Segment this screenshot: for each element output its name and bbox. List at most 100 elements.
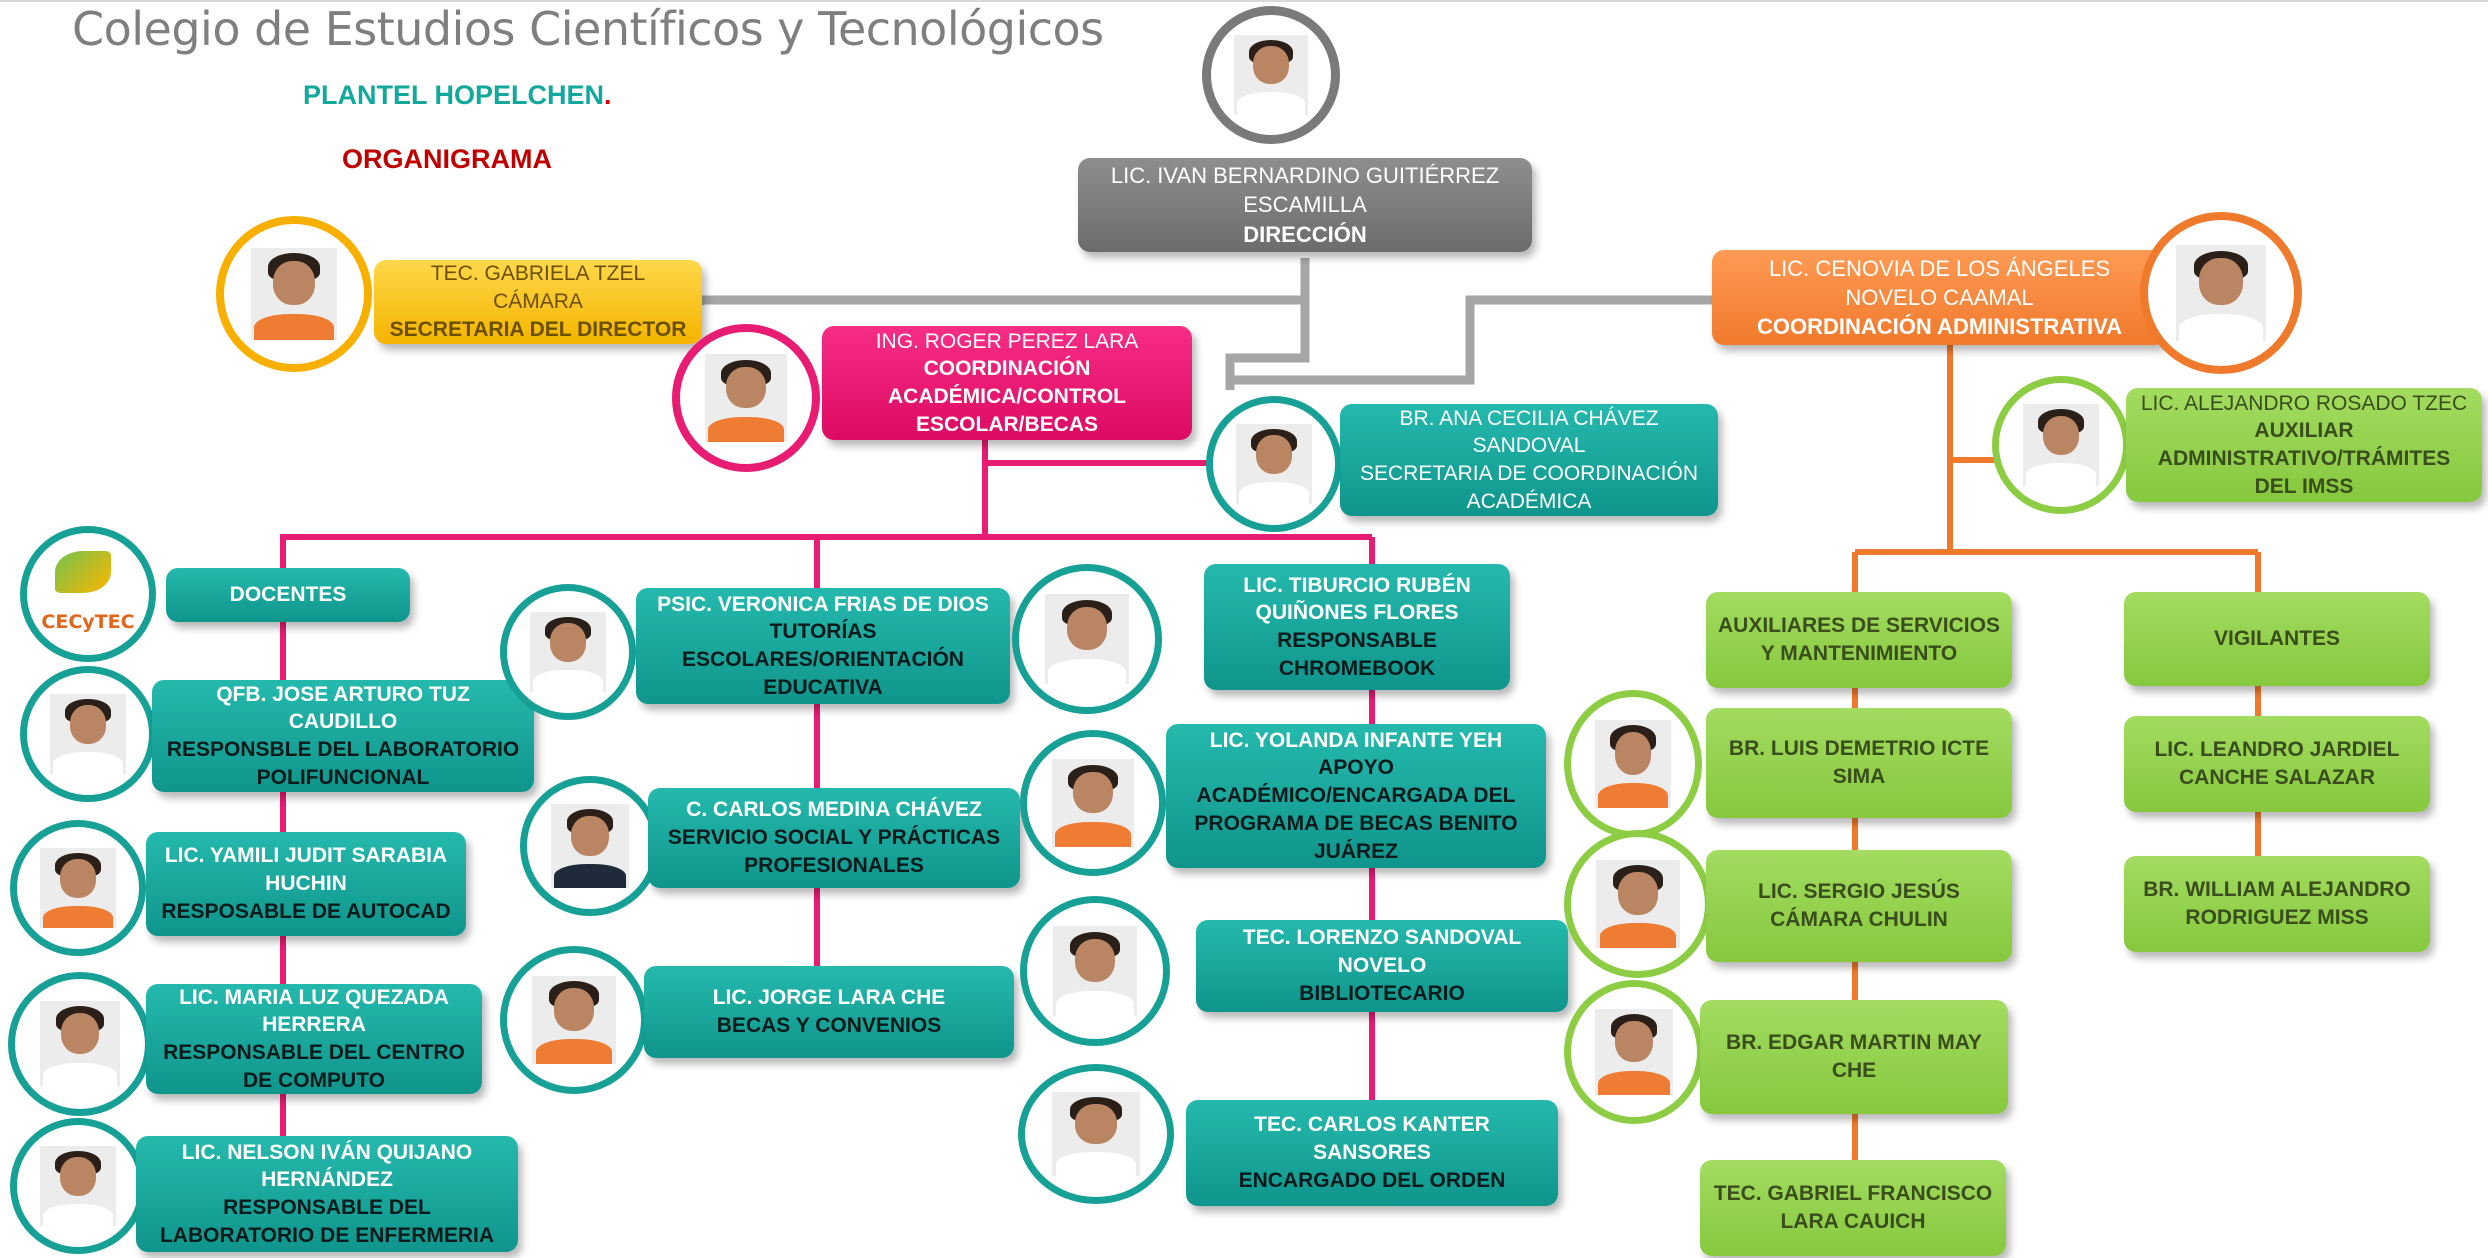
col3-1-line3: RESPONSABLE — [1277, 629, 1437, 652]
docente-1-box: QFB. JOSE ARTURO TUZ CAUDILLO RESPONSBLE… — [152, 680, 534, 792]
cecytec-logo-text: CECyTEC — [41, 611, 135, 633]
coord-acad-name: ING. ROGER PEREZ LARA — [875, 329, 1139, 353]
plantel-dot: . — [604, 80, 612, 110]
docente-2-line1: LIC. YAMILI JUDIT SARABIA — [164, 844, 448, 868]
col2-2-name: C. CARLOS MEDINA CHÁVEZ — [686, 798, 982, 822]
col3-3-line1: TEC. LORENZO SANDOVAL — [1242, 926, 1522, 950]
coord-adm-line2: NOVELO CAAMAL — [1845, 284, 2034, 310]
col3-2-name: LIC. YOLANDA INFANTE YEH — [1209, 728, 1503, 752]
auxiliar-4-box: TEC. GABRIEL FRANCISCO LARA CAUICH — [1700, 1160, 2006, 1256]
col3-2-line4: JUÁREZ — [1313, 839, 1398, 863]
auxiliar-1-box: BR. LUIS DEMETRIO ICTE SIMA — [1706, 708, 2012, 818]
vigilante-1-line1: LIC. LEANDRO JARDIEL — [2154, 738, 2400, 762]
col3-1-box: LIC. TIBURCIO RUBÉN QUIÑONES FLORES RESP… — [1204, 564, 1510, 690]
auxiliar-adm-role1: AUXILIAR — [2254, 419, 2354, 443]
col2-1-photo — [500, 584, 636, 720]
col3-3-line2: NOVELO — [1337, 954, 1427, 978]
col2-2-line1: SERVICIO SOCIAL Y PRÁCTICAS — [667, 826, 1001, 850]
col3-3-line3: BIBLIOTECARIO — [1299, 981, 1465, 1005]
secretaria-director-line2: CÁMARA — [493, 290, 583, 314]
auxiliar-2-line2: CÁMARA CHULIN — [1770, 908, 1948, 931]
director-portrait — [1233, 35, 1309, 115]
vigilante-2-line1: BR. WILLIAM ALEJANDRO — [2143, 878, 2411, 902]
col3-1-line4: CHROMEBOOK — [1278, 656, 1436, 680]
col2-1-line3: EDUCATIVA — [763, 675, 883, 699]
col3-2-box: LIC. YOLANDA INFANTE YEH APOYO ACADÉMICO… — [1166, 724, 1546, 868]
docentes-box: DOCENTES — [166, 568, 410, 622]
docente-3-line2: HERRERA — [262, 1013, 366, 1037]
auxiliar-2-box: LIC. SERGIO JESÚS CÁMARA CHULIN — [1706, 850, 2012, 962]
secretaria-director-role: SECRETARIA DEL DIRECTOR — [389, 317, 687, 341]
docente-2-line2: HUCHIN — [265, 872, 347, 896]
secretaria-coord-line4: ACADÉMICA — [1466, 489, 1592, 513]
auxiliares-label2: Y MANTENIMIENTO — [1760, 642, 1958, 665]
docente-3-line1: LIC. MARIA LUZ QUEZADA — [179, 985, 449, 1009]
col3-4-line3: ENCARGADO DEL ORDEN — [1238, 1168, 1506, 1192]
col3-4-box: TEC. CARLOS KANTER SANSORES ENCARGADO DE… — [1186, 1100, 1558, 1206]
secretaria-coord-line1: BR. ANA CECILIA CHÁVEZ — [1399, 406, 1659, 430]
coord-acad-role3: ESCOLAR/BECAS — [915, 412, 1099, 436]
col3-4-photo — [1018, 1064, 1174, 1204]
col2-3-name: LIC. JORGE LARA CHE — [712, 986, 946, 1010]
secretaria-director-photo — [216, 216, 372, 372]
vigilantes-label: VIGILANTES — [2213, 627, 2340, 651]
docente-4-line1: LIC. NELSON IVÁN QUIJANO — [181, 1140, 473, 1164]
secretaria-director-line1: TEC. GABRIELA TZEL — [430, 262, 646, 286]
docente-4-line2: HERNÁNDEZ — [261, 1168, 393, 1192]
coord-acad-role2: ACADÉMICA/CONTROL — [888, 385, 1126, 408]
coord-adm-role: COORDINACIÓN ADMINISTRATIVA — [1756, 314, 2123, 340]
secretaria-coord-line3: SECRETARIA DE COORDINACIÓN — [1360, 462, 1698, 485]
docente-1-line1: QFB. JOSE ARTURO TUZ — [216, 682, 470, 706]
docente-2-box: LIC. YAMILI JUDIT SARABIA HUCHIN RESPOSA… — [146, 832, 466, 936]
secretaria-coordinacion-box: BR. ANA CECILIA CHÁVEZ SANDOVAL SECRETAR… — [1340, 404, 1718, 516]
direccion-box: LIC. IVAN BERNARDINO GUITIÉRREZ ESCAMILL… — [1078, 158, 1532, 252]
plantel-name: PLANTEL HOPELCHEN — [303, 80, 605, 110]
col2-2-box: C. CARLOS MEDINA CHÁVEZ SERVICIO SOCIAL … — [648, 788, 1020, 888]
col2-1-line1: TUTORÍAS — [769, 620, 877, 644]
auxiliar-2-photo — [1564, 830, 1712, 978]
auxiliar-3-box: BR. EDGAR MARTIN MAY CHE — [1700, 1000, 2008, 1114]
coordinacion-academica-box: ING. ROGER PEREZ LARA COORDINACIÓN ACADÉ… — [822, 326, 1192, 440]
col3-1-line1: LIC. TIBURCIO RUBÉN — [1243, 573, 1471, 597]
auxiliar-adm-photo — [1992, 376, 2130, 514]
auxiliar-administrativo-box: LIC. ALEJANDRO ROSADO TZEC AUXILIAR ADMI… — [2126, 388, 2482, 502]
vigilante-2-box: BR. WILLIAM ALEJANDRO RODRIGUEZ MISS — [2124, 856, 2430, 952]
direccion-name-line1: LIC. IVAN BERNARDINO GUITIÉRREZ — [1110, 163, 1500, 189]
docente-2-photo — [10, 820, 146, 956]
auxiliar-4-line2: LARA CAUICH — [1780, 1210, 1926, 1233]
auxiliar-adm-role2: ADMINISTRATIVO/TRÁMITES — [2157, 447, 2451, 470]
docente-1-line2: CAUDILLO — [288, 710, 398, 734]
auxiliar-3-line2: CHE — [1831, 1059, 1877, 1082]
col3-2-line1: APOYO — [1318, 756, 1394, 780]
col2-2-extra-photo — [1020, 730, 1166, 876]
col3-2-line2: ACADÉMICO/ENCARGADA DEL — [1196, 784, 1516, 808]
docente-4-photo — [10, 1118, 146, 1254]
col2-3-box: LIC. JORGE LARA CHE BECAS Y CONVENIOS — [644, 966, 1014, 1058]
director-photo — [1202, 6, 1340, 144]
col2-3-extra-photo — [1020, 896, 1170, 1046]
coord-acad-photo — [672, 324, 820, 472]
col2-2-line2: PROFESIONALES — [744, 853, 924, 877]
col2-1-name: PSIC. VERONICA FRIAS DE DIOS — [657, 592, 989, 616]
vigilante-1-line2: CANCHE SALAZAR — [2179, 766, 2375, 789]
auxiliar-adm-role3: DEL IMSS — [2254, 474, 2354, 498]
docente-3-line4: DE COMPUTO — [243, 1068, 385, 1092]
docente-3-box: LIC. MARIA LUZ QUEZADA HERRERA RESPONSAB… — [146, 984, 482, 1094]
docente-1-line3: RESPONSBLE DEL LABORATORIO — [166, 738, 520, 761]
col3-4-line2: SANSORES — [1313, 1141, 1431, 1165]
dir-to-academica-line — [1225, 258, 1310, 390]
docente-1-line4: POLIFUNCIONAL — [256, 765, 430, 789]
docente-4-line4: LABORATORIO DE ENFERMERIA — [159, 1223, 495, 1247]
coord-adm-photo — [2140, 212, 2302, 374]
cecytec-logo-mark — [55, 551, 111, 593]
coord-acad-role1: COORDINACIÓN — [923, 357, 1091, 381]
auxiliares-servicios-box: AUXILIARES DE SERVICIOS Y MANTENIMIENTO — [1706, 592, 2012, 688]
direccion-name-line2: ESCAMILLA — [1243, 192, 1367, 218]
auxiliar-1-photo — [1564, 690, 1702, 838]
organigrama-label: ORGANIGRAMA — [342, 144, 552, 174]
top-divider — [0, 0, 2488, 2]
docente-3-line3: RESPONSABLE DEL CENTRO — [163, 1041, 465, 1064]
auxiliar-2-line1: LIC. SERGIO JESÚS — [1758, 880, 1960, 904]
secretaria-director-box: TEC. GABRIELA TZEL CÁMARA SECRETARIA DEL… — [374, 260, 702, 344]
auxiliar-1-line2: SIMA — [1832, 765, 1886, 788]
